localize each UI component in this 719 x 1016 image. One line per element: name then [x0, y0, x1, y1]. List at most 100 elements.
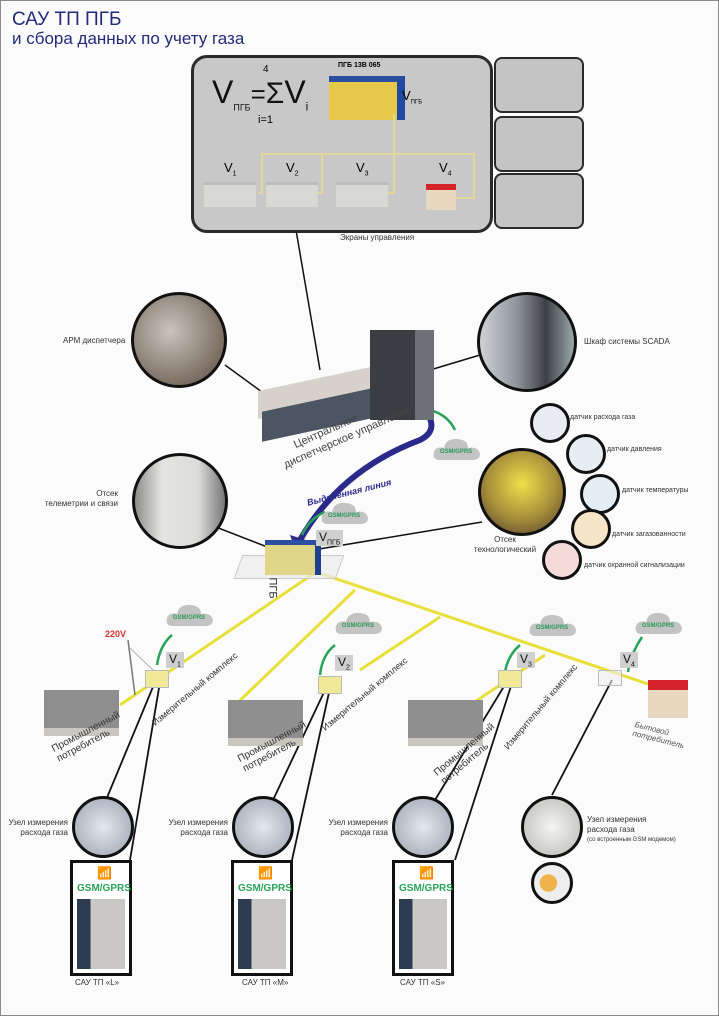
leader-lines: [105, 679, 613, 861]
industrial-building-3: [408, 700, 483, 746]
voltage-label: 220V: [105, 629, 127, 639]
industrial-building-1: [44, 690, 119, 736]
consumer-v1-label: V1: [224, 160, 237, 178]
cabinet-L-gsm: GSM/GPRS: [77, 883, 131, 894]
residential-house: [648, 680, 688, 718]
metering-complex-3: [498, 670, 522, 688]
cloud-gsm-v1: GSM/GPRS: [165, 602, 215, 628]
cabinet-S-gsm: GSM/GPRS: [399, 883, 453, 894]
telemetry-label: Отсек телеметрии и связи: [44, 489, 118, 508]
metering-complex-1: [145, 670, 169, 688]
sensor-label-security: датчик охранной сигнализации: [584, 562, 685, 569]
sensor-label-pressure: датчик давления: [607, 446, 662, 453]
formula-sum-top: 4: [263, 64, 269, 75]
cabinet-L-label: САУ ТП «L»: [75, 978, 120, 987]
signal-icon: 📶: [419, 866, 434, 880]
cabinet-S-label: САУ ТП «S»: [400, 978, 445, 987]
cloud-icon: [335, 612, 382, 634]
security-sensor-icon: [542, 540, 582, 580]
scada-cabinet-label: Шкаф системы SCADA: [584, 337, 670, 346]
cabinet-L-body: [77, 899, 125, 969]
cloud-icon: [529, 614, 576, 636]
gas-leak-sensor-icon: [571, 509, 611, 549]
pipe-main-right: [315, 570, 661, 690]
cabinet-M-label: САУ ТП «M»: [242, 978, 289, 987]
cloud-icon: [433, 438, 480, 460]
control-screen-panel: VПГБ=ΣVi 4 i=1 ПГБ 13В 065 VПГБ V1 V2 V3…: [191, 55, 493, 233]
signal-icon: 📶: [97, 866, 112, 880]
pgb-base-label: ПГБ: [266, 577, 279, 599]
cloud-icon: [635, 612, 682, 634]
cabinet-M: 📶 GSM/GPRS: [231, 860, 293, 976]
control-screen-thumb-1[interactable]: [494, 57, 584, 113]
cloud-icon: [166, 604, 213, 626]
cabinet-M-gsm: GSM/GPRS: [238, 883, 292, 894]
cabinet-S: 📶 GSM/GPRS: [392, 860, 454, 976]
cloud-icon: [321, 502, 368, 524]
formula-sum-bottom: i=1: [258, 114, 273, 126]
pgb-building-icon: [329, 76, 405, 120]
signal-icon: 📶: [258, 866, 273, 880]
sensor-label-flow: датчик расхода газа: [570, 414, 636, 421]
pgb-model-label: ПГБ 13В 065: [338, 62, 381, 69]
scada-server-cabinet: [370, 330, 434, 420]
industrial-building-icon-1: [204, 182, 256, 207]
pgb-station-icon: [265, 540, 321, 575]
v3-tag: V3: [517, 652, 535, 669]
sim-card-icon: [531, 862, 573, 904]
flow-sensor-icon: [530, 403, 570, 443]
industrial-building-icon-2: [266, 182, 318, 207]
control-screens-caption: Экраны управления: [340, 233, 415, 242]
consumer-v3-label: V3: [356, 160, 369, 178]
formula-lhs: V: [212, 74, 234, 110]
formula-lhs-sub: ПГБ: [233, 102, 251, 113]
power-wire: [129, 647, 156, 673]
consumer-v4-label: V4: [439, 160, 452, 178]
cloud-gsm-dispatch: GSM/GPRS: [432, 436, 482, 462]
title-line-2: и сбора данных по учету газа: [12, 29, 245, 48]
v2-tag: V2: [335, 655, 353, 672]
cloud-gsm-v2: GSM/GPRS: [334, 610, 384, 636]
cabinet-M-body: [238, 899, 286, 969]
house-icon: [426, 184, 456, 210]
node-1-flowmeter-photo: [72, 796, 134, 858]
pipe-branch-2b: [359, 615, 441, 672]
arm-dispatcher-label: АРМ диспетчера: [63, 336, 126, 345]
cloud-gsm-pgb: GSM/GPRS: [320, 500, 370, 526]
node-4-gas-meter-photo: [521, 796, 583, 858]
scada-cabinet-photo: [477, 292, 577, 392]
tech-compartment-label: Отсек технологический: [473, 535, 537, 554]
link-scada-cabinet: [429, 354, 481, 371]
consumer-v2-label: V2: [286, 160, 299, 178]
pipe-branch-2: [228, 588, 357, 712]
formula-rhs-sub: i: [305, 99, 309, 114]
metering-complex-2: [318, 676, 342, 694]
link-panel-desk: [295, 229, 321, 371]
sensor-label-temperature: датчик температуры: [622, 487, 689, 494]
v1-tag: V1: [166, 652, 184, 669]
node-2-flowmeter-photo: [232, 796, 294, 858]
pgb-volume-label: VПГБ: [402, 88, 423, 106]
sensor-label-gas-leak: датчик загазованности: [612, 531, 686, 538]
dedicated-line-arrow: [297, 408, 435, 542]
industrial-building-2: [228, 700, 303, 746]
title-line-1: САУ ТП ПГБ: [12, 9, 122, 30]
link-arm-desk: [224, 364, 263, 393]
arm-dispatcher-photo: [131, 292, 227, 388]
metering-box-4: [598, 670, 622, 686]
pressure-sensor-icon: [566, 434, 606, 474]
cloud-gsm-v4: GSM/GPRS: [634, 610, 684, 636]
node-3-flowmeter-photo: [392, 796, 454, 858]
power-pole: [127, 639, 136, 696]
cabinet-L: 📶 GSM/GPRS: [70, 860, 132, 976]
control-screen-thumb-3[interactable]: [494, 173, 584, 229]
cloud-gsm-v3: GSM/GPRS: [528, 612, 578, 638]
telemetry-compartment-photo: [132, 453, 228, 549]
pgb-volume-tag: VПГБ: [316, 530, 344, 547]
node-4-label: Узел измерения расхода газа (со встроенн…: [587, 815, 676, 843]
industrial-building-icon-3: [336, 182, 388, 207]
tech-compartment-photo: [478, 448, 566, 536]
control-screen-thumb-2[interactable]: [494, 116, 584, 172]
